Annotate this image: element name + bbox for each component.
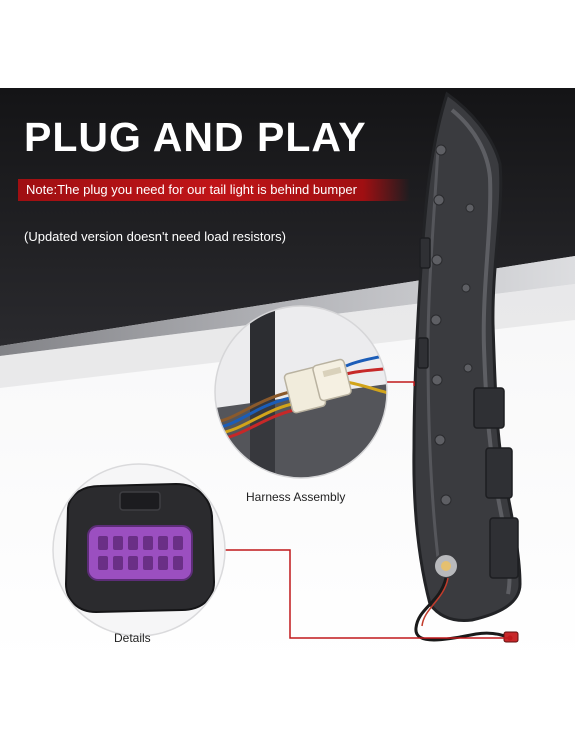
headline: PLUG AND PLAY: [24, 114, 367, 160]
tail-light-image: [412, 91, 522, 643]
details-label: Details: [114, 631, 151, 645]
harness-assembly-label: Harness Assembly: [246, 490, 346, 504]
details-callout-line: [222, 549, 510, 639]
sub-note: (Updated version doesn't need load resis…: [24, 229, 286, 244]
harness-connector-image: [214, 305, 388, 479]
product-panel: PLUG AND PLAY Note:The plug you need for…: [0, 88, 575, 664]
harness-callout-line: [385, 381, 415, 386]
note-banner: [18, 179, 410, 201]
plug-connector-image: [52, 463, 226, 637]
note-text: Note:The plug you need for our tail ligh…: [26, 182, 357, 197]
callout-lines: [222, 381, 513, 641]
